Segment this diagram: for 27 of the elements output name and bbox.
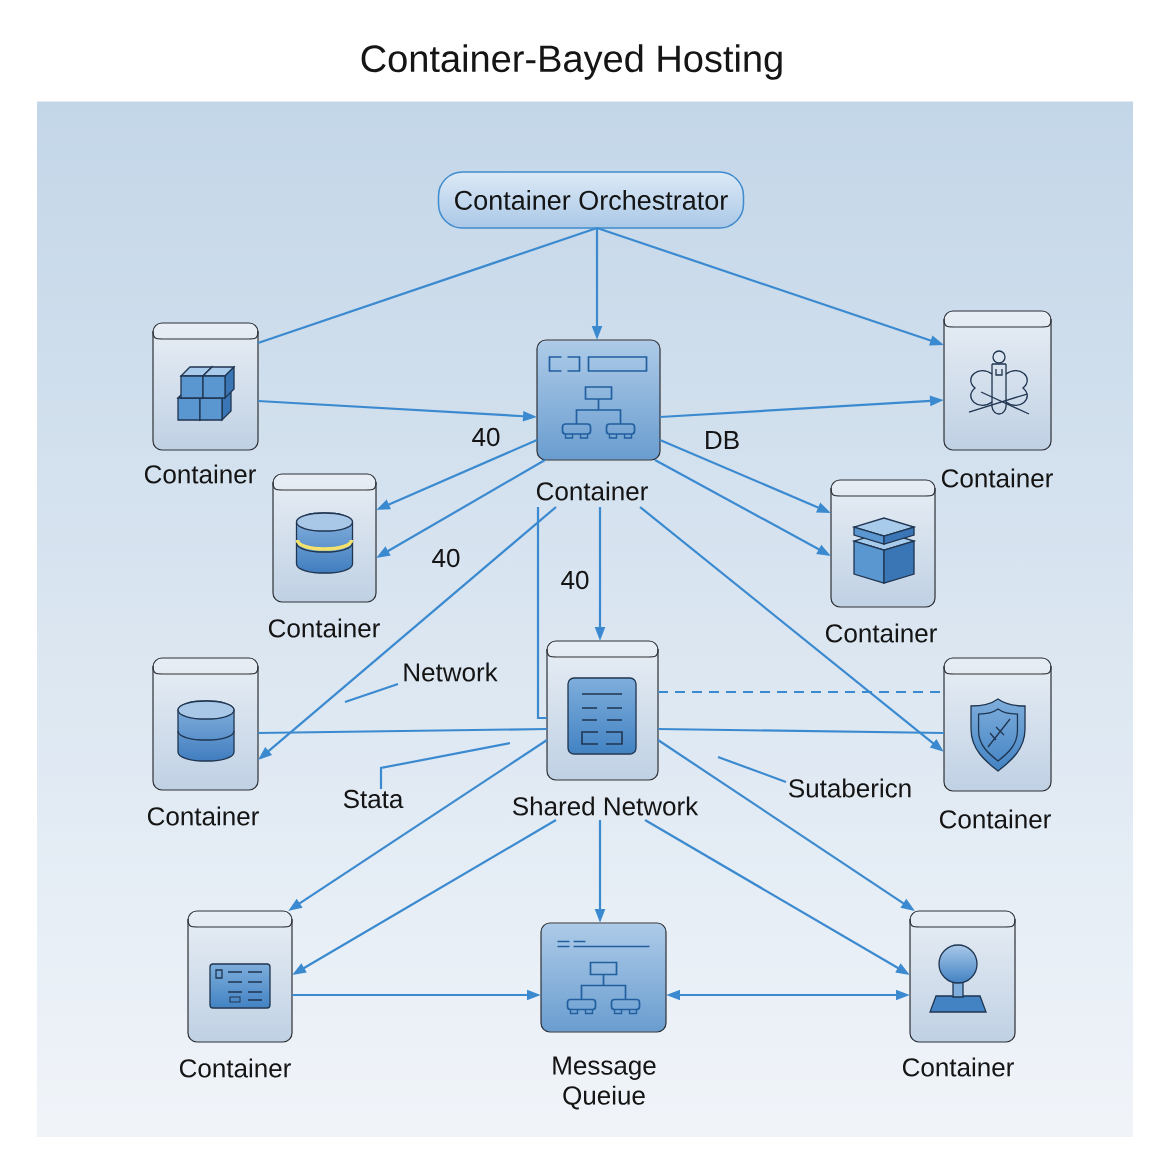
leader-line bbox=[344, 682, 399, 704]
node-caption: Container bbox=[147, 806, 259, 826]
node-caption: Container bbox=[902, 1057, 1014, 1077]
edge-label: 40 bbox=[472, 427, 500, 447]
edge-label: DB bbox=[706, 431, 739, 449]
node-caption: Container bbox=[939, 809, 1051, 829]
leader-line bbox=[379, 741, 511, 789]
process-box: Container Orchestrator bbox=[437, 171, 745, 229]
edge-label: 40 bbox=[432, 548, 460, 568]
callout-label: Stata bbox=[343, 789, 404, 809]
node-caption: Container bbox=[268, 618, 380, 638]
node-caption: Container bbox=[179, 1058, 291, 1078]
edge-label: 40 bbox=[561, 570, 589, 590]
node-caption: Container bbox=[825, 623, 937, 643]
connector-line bbox=[257, 226, 598, 345]
node-caption: Shared Network bbox=[512, 796, 699, 816]
callout-label: Network bbox=[404, 662, 498, 682]
callout-label: Sutabericn bbox=[789, 778, 911, 798]
node-caption: Container bbox=[144, 464, 256, 484]
connector-line bbox=[536, 507, 547, 720]
node-caption: Container bbox=[941, 468, 1053, 488]
connector-line bbox=[658, 727, 945, 735]
node-caption: Container bbox=[536, 481, 648, 501]
leader-line bbox=[717, 755, 787, 784]
connector-line bbox=[258, 727, 548, 735]
title: Container-Bayed Hosting bbox=[361, 44, 782, 80]
node-caption: Message Queiue bbox=[553, 1056, 656, 1110]
